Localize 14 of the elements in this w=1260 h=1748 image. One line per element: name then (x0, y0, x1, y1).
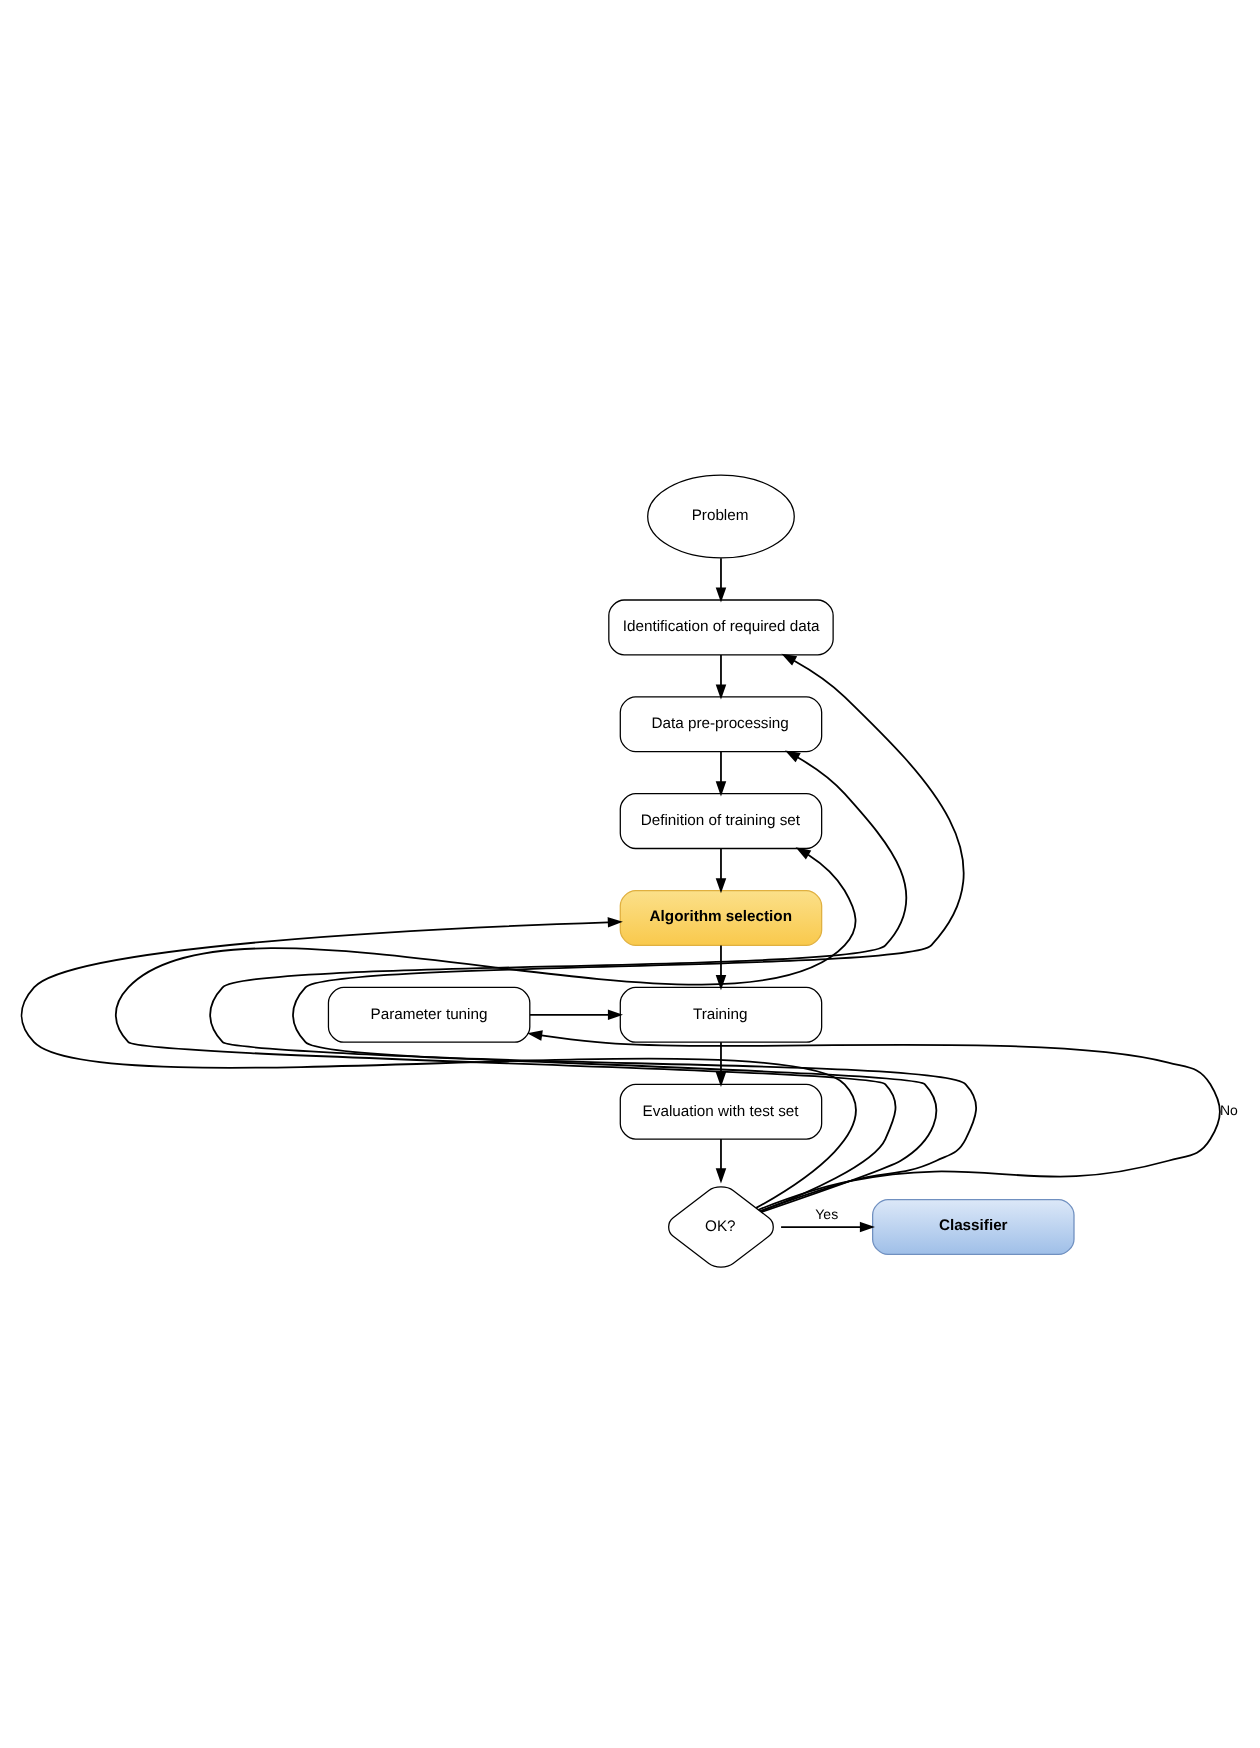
arrow (20, 917, 857, 1209)
arrow (209, 750, 938, 1213)
arrow (715, 944, 727, 991)
arrow (114, 847, 897, 1213)
arrow (527, 1030, 1221, 1211)
arrow (715, 654, 727, 700)
arrow (780, 1221, 875, 1233)
arrow (529, 1009, 623, 1021)
arrow (292, 653, 977, 1212)
arrow (715, 847, 727, 894)
arrow (715, 1138, 727, 1184)
arrow (715, 557, 727, 603)
arrow (715, 750, 727, 797)
arrow (715, 1041, 727, 1087)
